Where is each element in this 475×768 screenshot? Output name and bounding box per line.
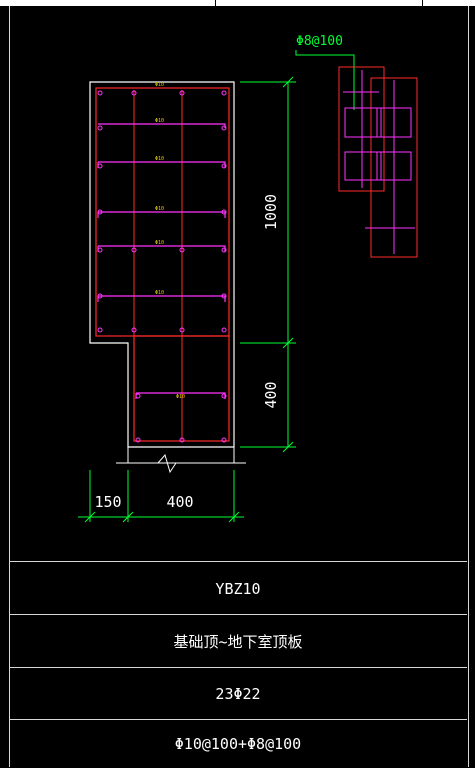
longitudinal-rebar: 23Φ22 — [215, 685, 261, 703]
tie-labels: Φ10 Φ10 Φ10 Φ10 Φ10 Φ10 Φ10 — [155, 82, 185, 400]
dim-vertical-bottom: 400 — [262, 381, 280, 408]
dim-vertical-top: 1000 — [262, 194, 280, 230]
horizontal-dimension — [78, 470, 244, 523]
horizontal-ties — [97, 123, 226, 399]
svg-text:Φ10: Φ10 — [176, 394, 185, 400]
dim-horizontal-right: 400 — [166, 493, 193, 511]
column-outline — [89, 81, 235, 448]
header-cell — [0, 0, 216, 6]
break-mark — [157, 453, 177, 474]
svg-text:Φ10: Φ10 — [155, 82, 164, 88]
svg-text:Φ10: Φ10 — [155, 290, 164, 296]
svg-text:Φ10: Φ10 — [155, 156, 164, 162]
table-row-stirrups: Φ10@100+Φ8@100 — [9, 719, 467, 768]
vertical-dimension — [240, 76, 296, 453]
table-row-range: 基础顶~地下室顶板 — [9, 614, 467, 668]
top-header-strip — [0, 0, 475, 6]
table-row-longitudinal: 23Φ22 — [9, 667, 467, 720]
svg-text:Φ10: Φ10 — [155, 240, 164, 246]
column-name: YBZ10 — [215, 579, 261, 598]
svg-text:Φ10: Φ10 — [155, 206, 164, 212]
dim-horizontal-left: 150 — [94, 493, 121, 511]
stirrup-label: Φ8@100 — [296, 34, 343, 49]
elevation-range: 基础顶~地下室顶板 — [173, 633, 303, 651]
stirrup-detail — [295, 50, 418, 258]
svg-text:Φ10: Φ10 — [155, 118, 164, 124]
header-cell — [215, 0, 423, 6]
detail-frame — [9, 6, 469, 767]
table-row-name: YBZ10 — [9, 561, 467, 615]
rebar-dots — [97, 90, 227, 443]
stirrup-spec: Φ10@100+Φ8@100 — [174, 735, 302, 753]
